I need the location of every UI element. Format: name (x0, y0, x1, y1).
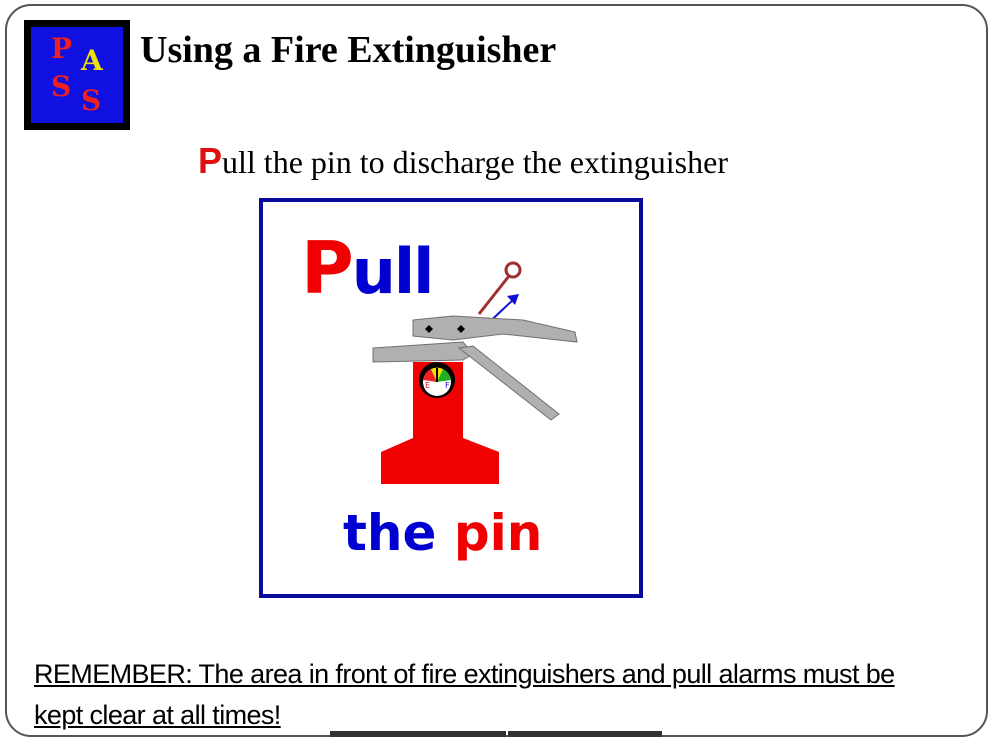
pull-pin-illustration: Pull E F the pin (259, 198, 643, 598)
pass-logo-panel: P A S S (31, 27, 123, 123)
subtitle-first-letter: P (198, 140, 223, 181)
logo-letter-a: A (81, 44, 103, 77)
fire-extinguisher-icon: E F (372, 261, 578, 484)
illustration-pull-word: Pull (301, 232, 434, 304)
page-title: Using a Fire Extinguisher (140, 29, 557, 71)
illustration-the-word: the (343, 504, 454, 562)
subtitle-rest: ull the pin to discharge the extinguishe… (222, 144, 728, 180)
pass-logo: P A S S (24, 20, 130, 130)
logo-letter-s2: S (81, 84, 102, 117)
illustration-pull-rest: ull (351, 235, 435, 308)
bottom-bar-right (508, 731, 662, 737)
subtitle: Pull the pin to discharge the extinguish… (198, 140, 728, 182)
gauge-full-label: F (445, 381, 450, 390)
illustration-pin-word: pin (453, 504, 543, 562)
gauge-empty-label: E (425, 381, 430, 390)
logo-letter-p: P (51, 32, 73, 65)
illustration-pull-p: P (301, 226, 354, 310)
logo-letter-s1: S (51, 70, 72, 103)
bottom-bar-left (330, 731, 506, 737)
illustration-the-pin-words: the pin (343, 508, 542, 558)
reminder-note: REMEMBER: The area in front of fire exti… (34, 659, 895, 730)
